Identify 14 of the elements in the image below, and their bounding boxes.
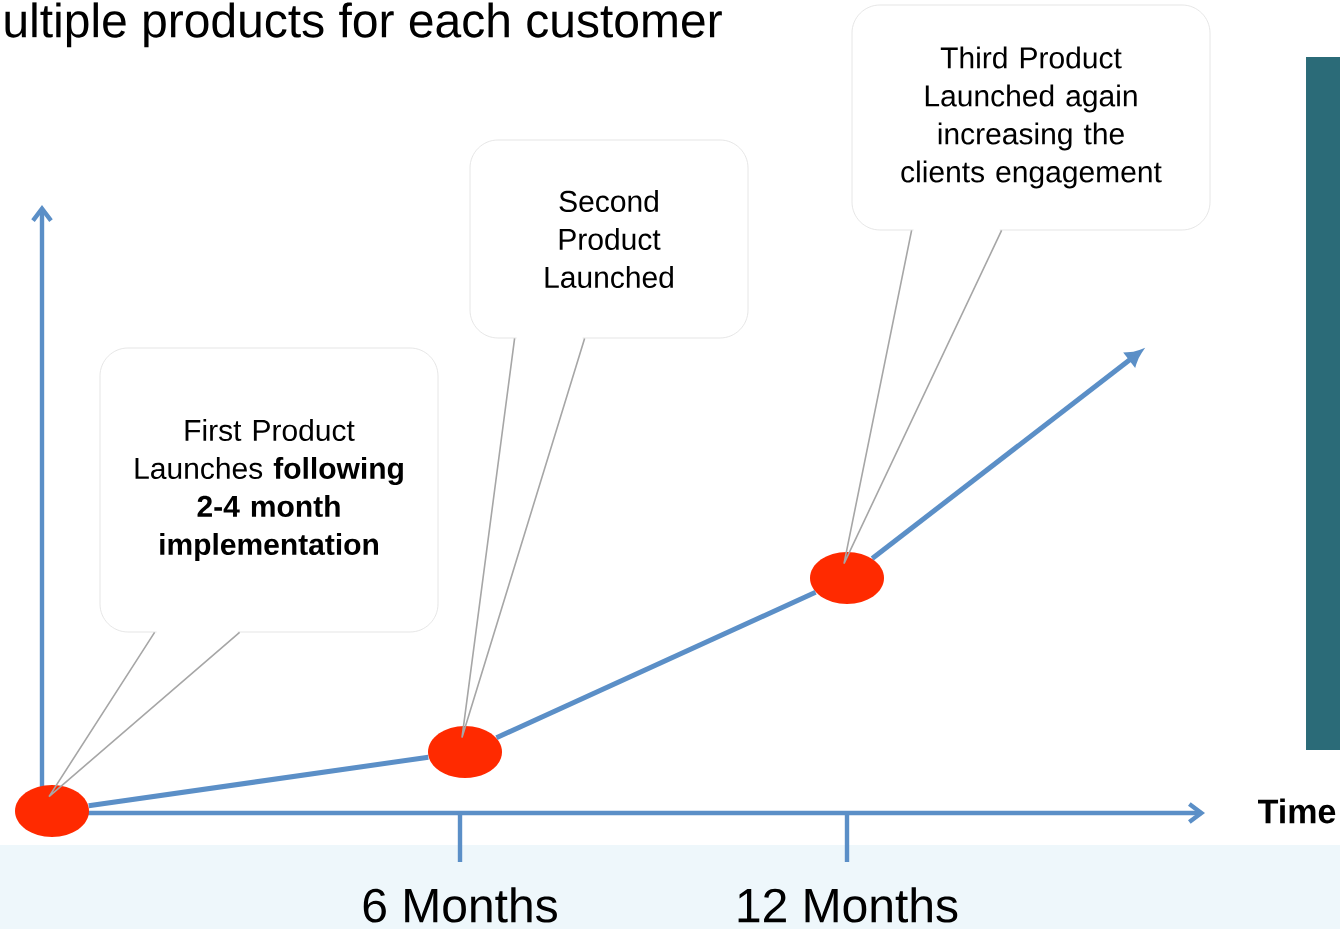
milestone-dot [428,726,502,778]
axis-label: Time [1258,798,1336,824]
callout-tail [461,337,586,739]
milestone-dot [15,785,89,837]
axis-label: 6 Months [363,887,557,923]
growth-line [495,590,817,740]
callout-box: First Product Launches following 2-4 month implementation [99,347,439,633]
callout-box: Second Product Launched [469,139,749,339]
axis-label: 12 Months [738,887,958,923]
growth-line [88,754,429,809]
callout-box: Third Product Launched again increasing the clients engagement [851,4,1211,231]
callout-tail [48,631,241,798]
milestone-dot [810,552,884,604]
title: ultiple products for each customer [5,2,722,48]
